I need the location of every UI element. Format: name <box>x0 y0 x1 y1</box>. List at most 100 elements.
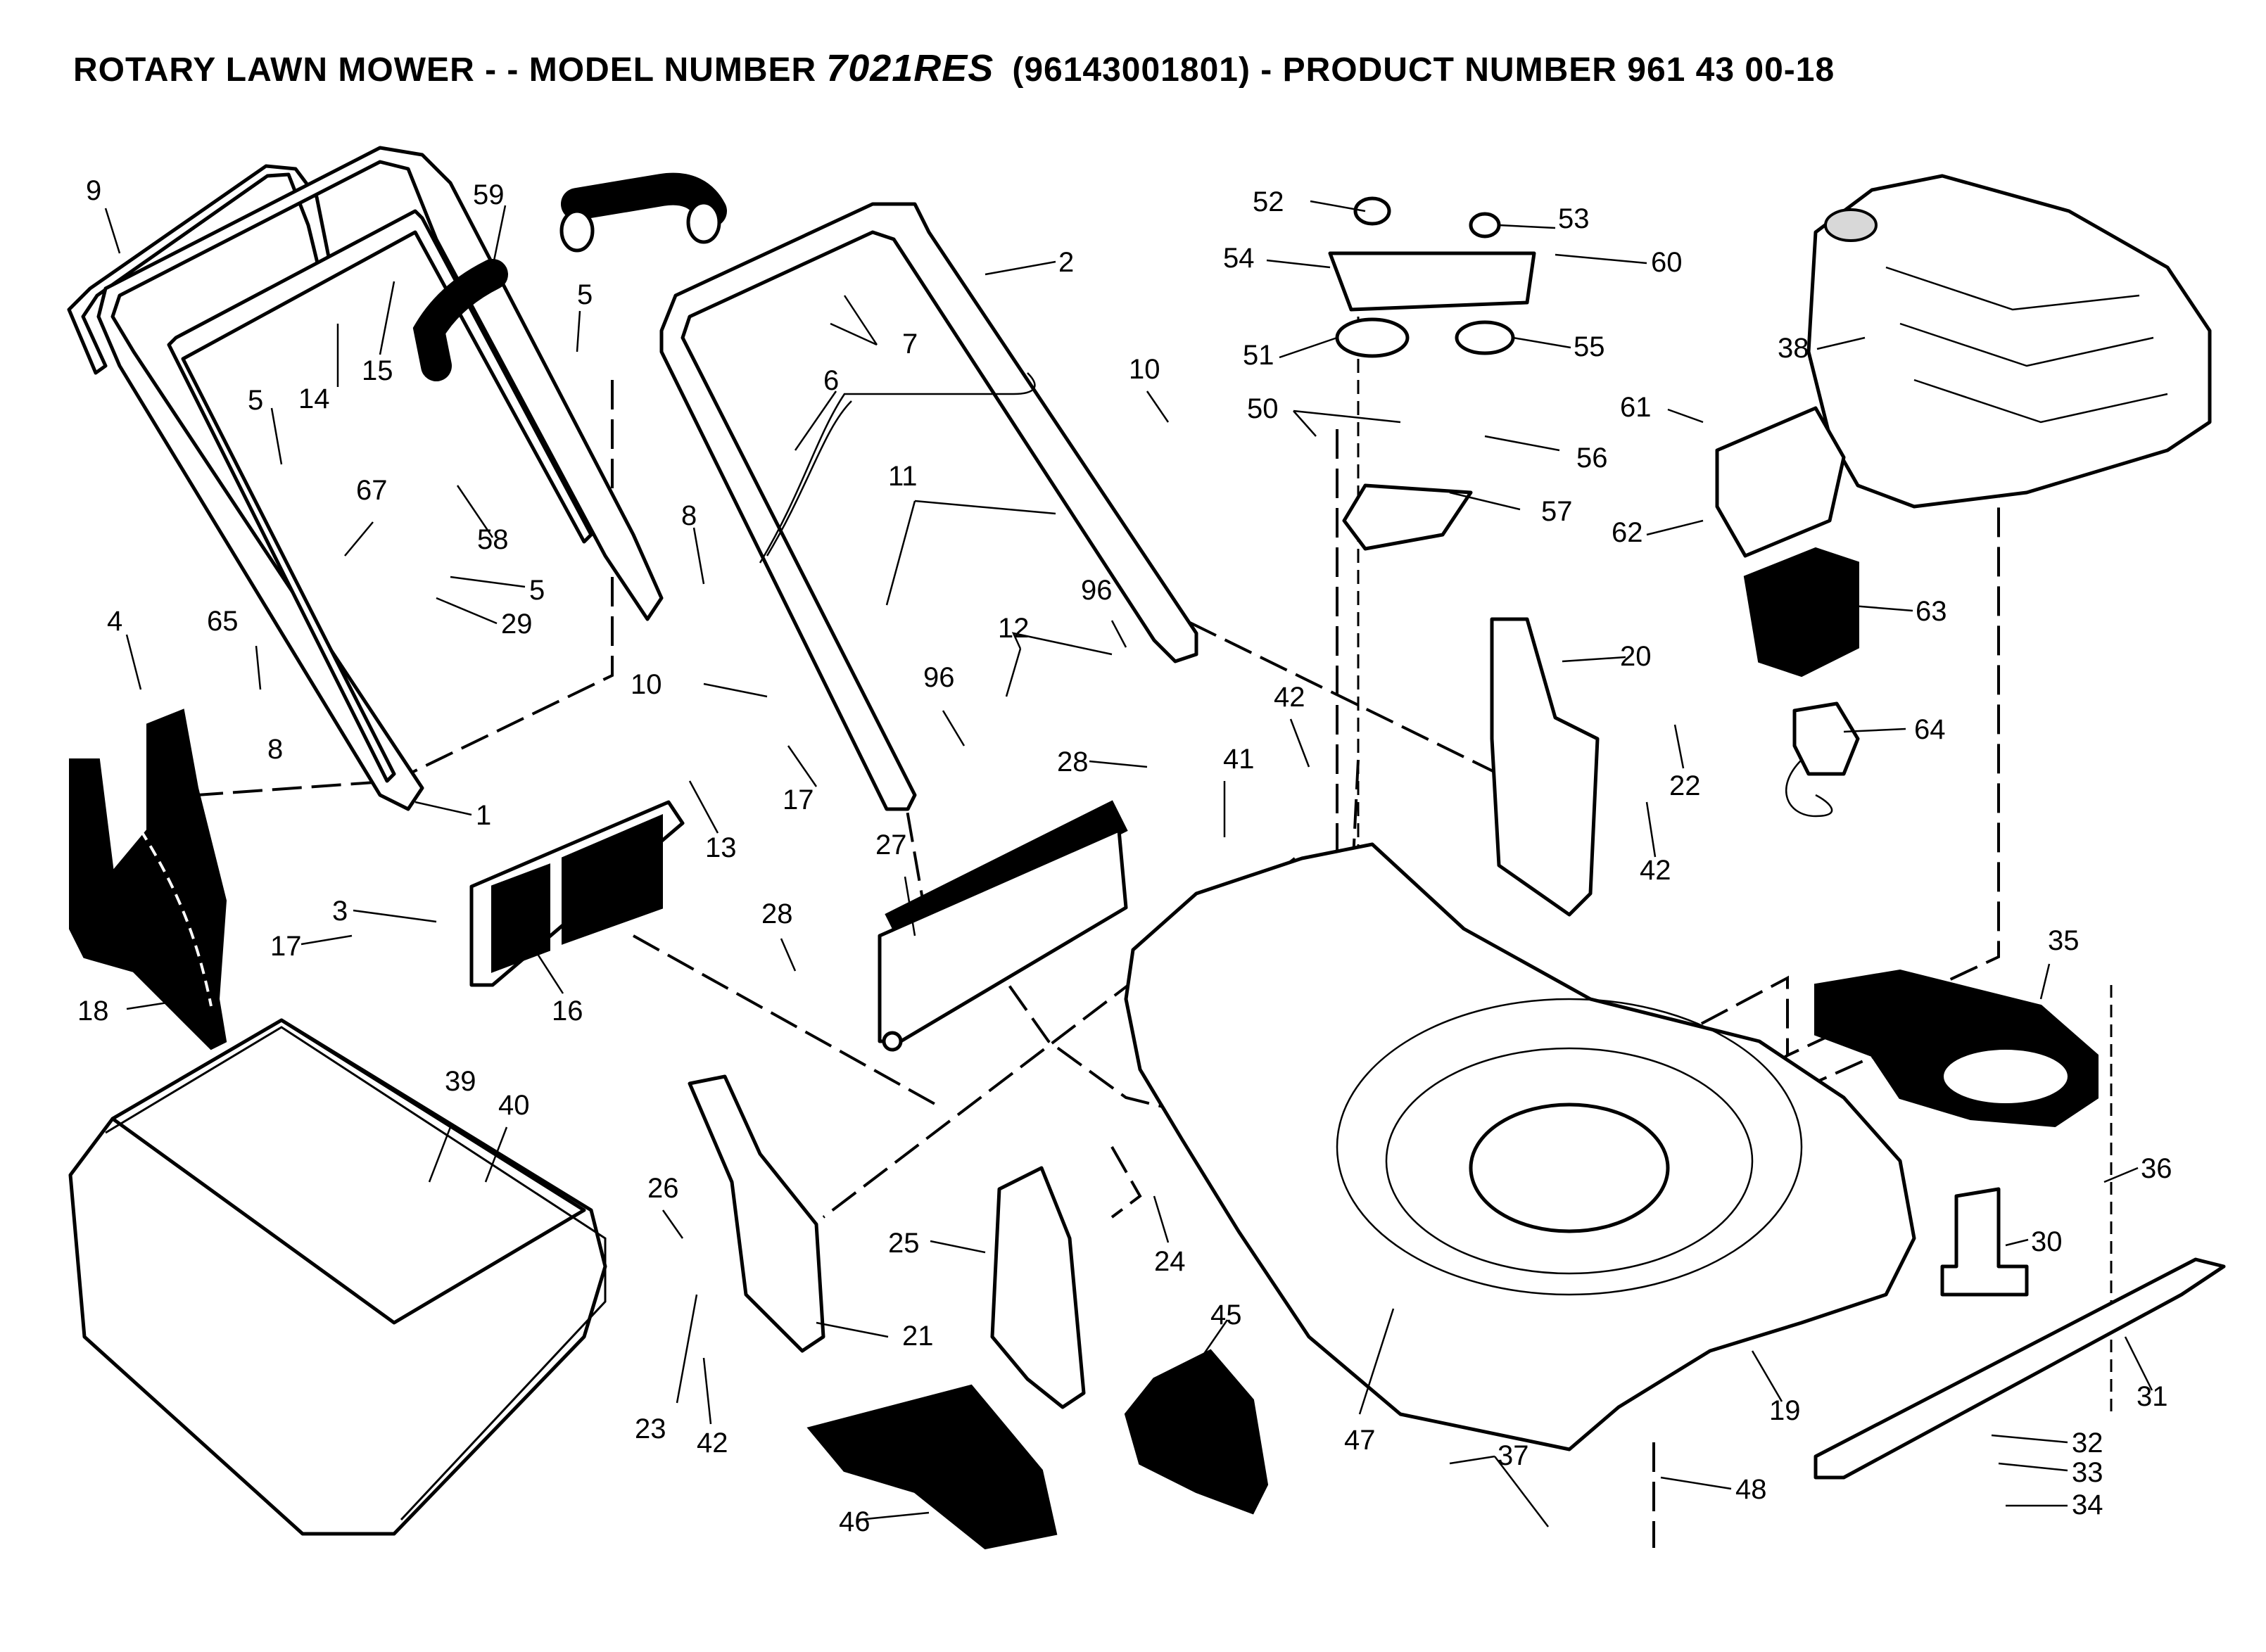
title-prefix: ROTARY LAWN MOWER - - MODEL NUMBER <box>73 51 817 89</box>
callout-31: 31 <box>2137 1381 2168 1412</box>
charger-64 <box>1785 701 1860 818</box>
callout-30: 30 <box>2031 1226 2063 1257</box>
hose-59 <box>412 172 727 381</box>
callout-8-a: 8 <box>681 500 697 531</box>
rear-flap-27 <box>878 800 1128 1052</box>
callout-15: 15 <box>362 355 393 386</box>
deflector-35 <box>1814 969 2099 1128</box>
callout-10-a: 10 <box>1129 354 1160 385</box>
callout-13: 13 <box>705 832 737 863</box>
callout-8-b: 8 <box>267 734 283 765</box>
upper-handle-2 <box>659 202 1198 811</box>
mulch-plug-45-46 <box>806 1349 1269 1550</box>
engine-38 <box>1806 174 2212 509</box>
callout-62: 62 <box>1612 517 1643 548</box>
blade-31 <box>1814 1257 2226 1480</box>
callout-9: 9 <box>86 175 101 206</box>
callout-67: 67 <box>356 475 388 506</box>
wheel-bracket-20 <box>1490 617 1600 917</box>
cable-6 <box>759 372 1036 564</box>
callout-5-c: 5 <box>529 575 545 606</box>
callout-21: 21 <box>902 1321 934 1352</box>
callout-27: 27 <box>875 830 907 860</box>
callout-28-b: 28 <box>761 898 793 929</box>
callout-17-b: 17 <box>270 931 302 962</box>
wheel-bracket-21 <box>688 1074 825 1353</box>
rear-door-16 <box>469 800 685 987</box>
callout-57: 57 <box>1541 496 1573 527</box>
callout-63: 63 <box>1916 596 1947 627</box>
callout-53: 53 <box>1558 203 1590 234</box>
callout-65: 65 <box>207 606 239 637</box>
callout-41: 41 <box>1223 744 1255 775</box>
callout-32: 32 <box>2072 1428 2103 1459</box>
pulley-parts-51-57 <box>1328 196 1536 551</box>
callout-10-b: 10 <box>631 669 662 700</box>
callout-46: 46 <box>839 1506 871 1537</box>
callout-26: 26 <box>647 1173 679 1204</box>
leader-lines <box>104 200 2153 1527</box>
callout-20: 20 <box>1620 641 1652 672</box>
callout-16: 16 <box>552 996 583 1027</box>
callout-3: 3 <box>332 896 348 927</box>
callout-58: 58 <box>477 524 509 555</box>
callout-14: 14 <box>298 383 330 414</box>
callout-60: 60 <box>1651 247 1683 278</box>
mower-deck-19 <box>1124 842 1916 1451</box>
callout-18: 18 <box>77 996 109 1027</box>
callout-5-a: 5 <box>577 279 593 310</box>
callout-42-c: 42 <box>697 1428 728 1459</box>
callout-38: 38 <box>1778 333 1809 364</box>
callout-35: 35 <box>2048 925 2080 956</box>
callout-47: 47 <box>1344 1425 1376 1456</box>
callout-61: 61 <box>1620 392 1652 423</box>
callout-59: 59 <box>473 179 505 210</box>
callout-40: 40 <box>498 1090 530 1121</box>
callout-42-a: 42 <box>1274 682 1305 713</box>
catcher-flap-18 <box>69 709 227 1050</box>
callout-45: 45 <box>1210 1300 1242 1330</box>
callout-34: 34 <box>2072 1489 2103 1520</box>
baffle-25 <box>990 1166 1086 1409</box>
callout-2: 2 <box>1058 247 1074 278</box>
battery-62 <box>1715 406 1846 558</box>
title-suffix: (96143001801) - PRODUCT NUMBER 961 43 00… <box>1012 51 1835 89</box>
callout-17-a: 17 <box>783 784 814 815</box>
lower-handle-1 <box>96 146 664 811</box>
callout-29: 29 <box>501 609 533 640</box>
callout-23: 23 <box>635 1413 666 1444</box>
callout-28-a: 28 <box>1057 746 1089 777</box>
callout-25: 25 <box>888 1228 920 1259</box>
battery-box-63 <box>1743 547 1859 678</box>
callout-39: 39 <box>445 1066 476 1097</box>
callout-96-b: 96 <box>923 662 955 693</box>
callout-48: 48 <box>1735 1474 1767 1505</box>
callout-50: 50 <box>1247 393 1279 424</box>
callout-54: 54 <box>1223 243 1255 274</box>
catcher-bag-39-40 <box>68 1018 607 1536</box>
callout-52: 52 <box>1253 186 1284 217</box>
callout-labels: 9 59 2 52 53 54 60 51 55 38 15 14 5 7 10… <box>77 175 2172 1537</box>
blade-adapter-30 <box>1940 1187 2029 1297</box>
callout-64: 64 <box>1914 714 1946 745</box>
callout-42-b: 42 <box>1640 855 1671 886</box>
callout-22: 22 <box>1669 770 1701 801</box>
callout-4: 4 <box>107 606 122 637</box>
callout-51: 51 <box>1243 340 1274 371</box>
callout-55: 55 <box>1574 331 1605 362</box>
callout-19: 19 <box>1769 1395 1801 1426</box>
callout-33: 33 <box>2072 1457 2103 1488</box>
callout-36: 36 <box>2141 1153 2172 1184</box>
callout-24: 24 <box>1154 1246 1186 1277</box>
callout-96-a: 96 <box>1081 575 1113 606</box>
callout-37: 37 <box>1498 1440 1529 1471</box>
title-model-number: 7021RES <box>826 47 994 89</box>
callout-12: 12 <box>998 613 1030 644</box>
callout-7: 7 <box>902 329 918 360</box>
callout-5-b: 5 <box>248 385 263 416</box>
callout-56: 56 <box>1576 443 1608 474</box>
callout-1: 1 <box>476 800 491 831</box>
callout-11: 11 <box>888 461 918 492</box>
